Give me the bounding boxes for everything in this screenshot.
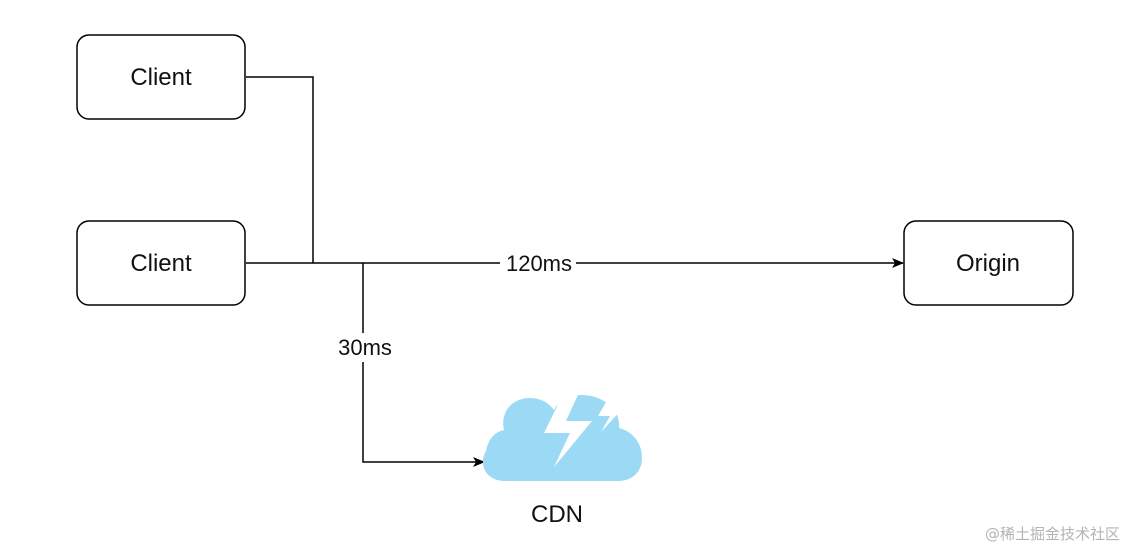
edge-to-cdn-arrow [362,362,485,467]
client-node-top: Client [76,34,246,120]
cdn-latency-label: 30ms [338,335,392,360]
watermark-text: @稀土掘金技术社区 [984,525,1120,543]
client-node-top-label: Client [130,64,192,91]
client-node-bottom-label: Client [130,250,192,277]
cloud-lightning-icon [482,388,642,481]
connector-top-client [246,76,314,263]
origin-latency-label: 120ms [506,251,572,276]
origin-node-label: Origin [956,250,1020,277]
origin-node: Origin [903,220,1074,306]
cdn-node: CDN [482,388,642,528]
cdn-node-label: CDN [531,501,583,528]
client-node-bottom: Client [76,220,246,306]
